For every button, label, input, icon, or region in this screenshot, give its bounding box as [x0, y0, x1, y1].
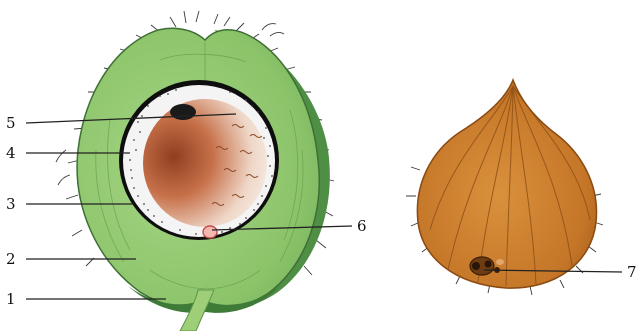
label-4: 4 [6, 144, 16, 162]
inner-cavity [143, 99, 267, 227]
label-1: 1 [6, 290, 16, 308]
label-3: 3 [6, 195, 16, 213]
label-7: 7 [627, 263, 637, 281]
label-2: 2 [6, 250, 16, 268]
label-6: 6 [357, 217, 367, 235]
label-5: 5 [6, 114, 16, 132]
germination-pore [203, 226, 217, 238]
whole-nut [406, 80, 603, 295]
coconut-cross-section [56, 11, 334, 331]
embryo-spot [170, 104, 196, 120]
